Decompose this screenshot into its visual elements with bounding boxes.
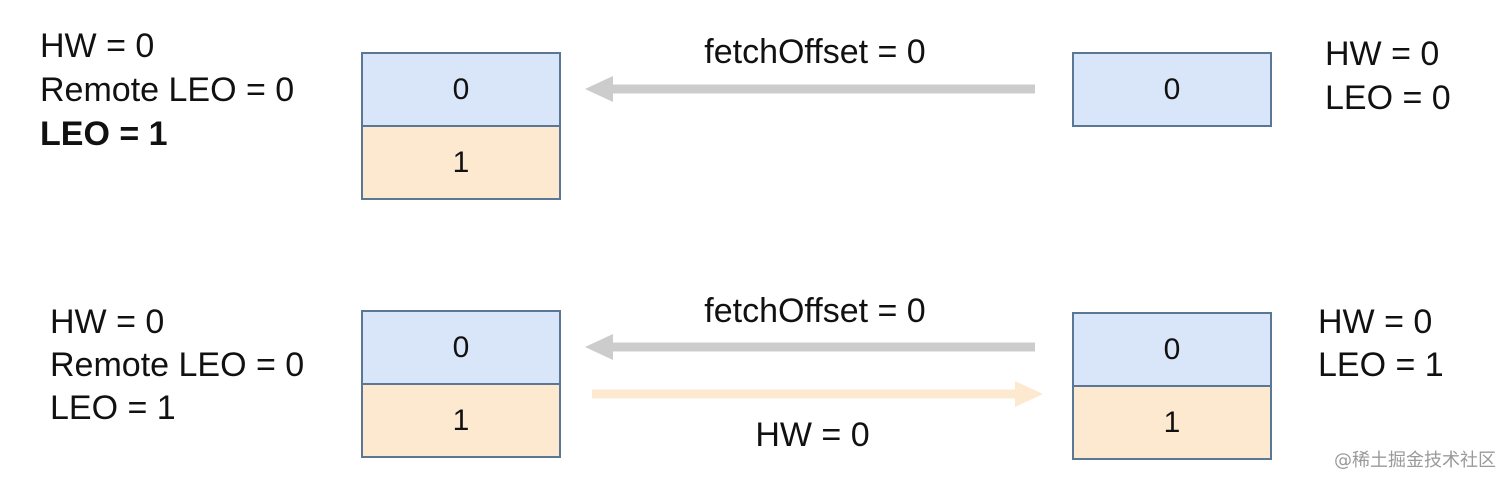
top-fetch-label: fetchOffset = 0	[704, 33, 926, 71]
bottom-follower-leo: LEO = 1	[1318, 346, 1444, 384]
bottom-leader-hw: HW = 0	[50, 303, 165, 341]
bottom-leader-leo: LEO = 1	[50, 389, 176, 427]
log-offset-label: 1	[1163, 405, 1181, 439]
top-leader-hw: HW = 0	[40, 27, 155, 65]
log-offset-label: 0	[1163, 332, 1181, 366]
top-leader-log-entry-1: 1	[361, 125, 561, 200]
top-follower-hw: HW = 0	[1325, 35, 1440, 73]
log-offset-label: 1	[452, 145, 470, 179]
bottom-follower-log-entry-1: 1	[1072, 385, 1272, 460]
top-follower-leo: LEO = 0	[1325, 79, 1451, 117]
bottom-follower-hw: HW = 0	[1318, 303, 1433, 341]
bottom-leader-remote-leo: Remote LEO = 0	[50, 346, 305, 384]
top-follower-log-entry-0: 0	[1072, 52, 1272, 127]
top-leader-remote-leo: Remote LEO = 0	[40, 71, 295, 109]
log-offset-label: 0	[452, 72, 470, 106]
bottom-hw-response-label: HW = 0	[755, 416, 870, 454]
bottom-fetch-label: fetchOffset = 0	[704, 292, 926, 330]
top-leader-leo: LEO = 1	[40, 115, 168, 153]
bottom-fetch-arrow	[585, 334, 1035, 360]
bottom-follower-log-entry-0: 0	[1072, 312, 1272, 387]
watermark: @稀土掘金技术社区	[1334, 450, 1496, 471]
bottom-leader-log-entry-1: 1	[361, 383, 561, 458]
log-offset-label: 1	[452, 403, 470, 437]
log-offset-label: 0	[1163, 72, 1181, 106]
bottom-hw-response-arrow	[592, 381, 1043, 407]
bottom-leader-log-entry-0: 0	[361, 310, 561, 385]
top-leader-log-entry-0: 0	[361, 52, 561, 127]
top-fetch-arrow	[585, 76, 1035, 102]
log-offset-label: 0	[452, 330, 470, 364]
